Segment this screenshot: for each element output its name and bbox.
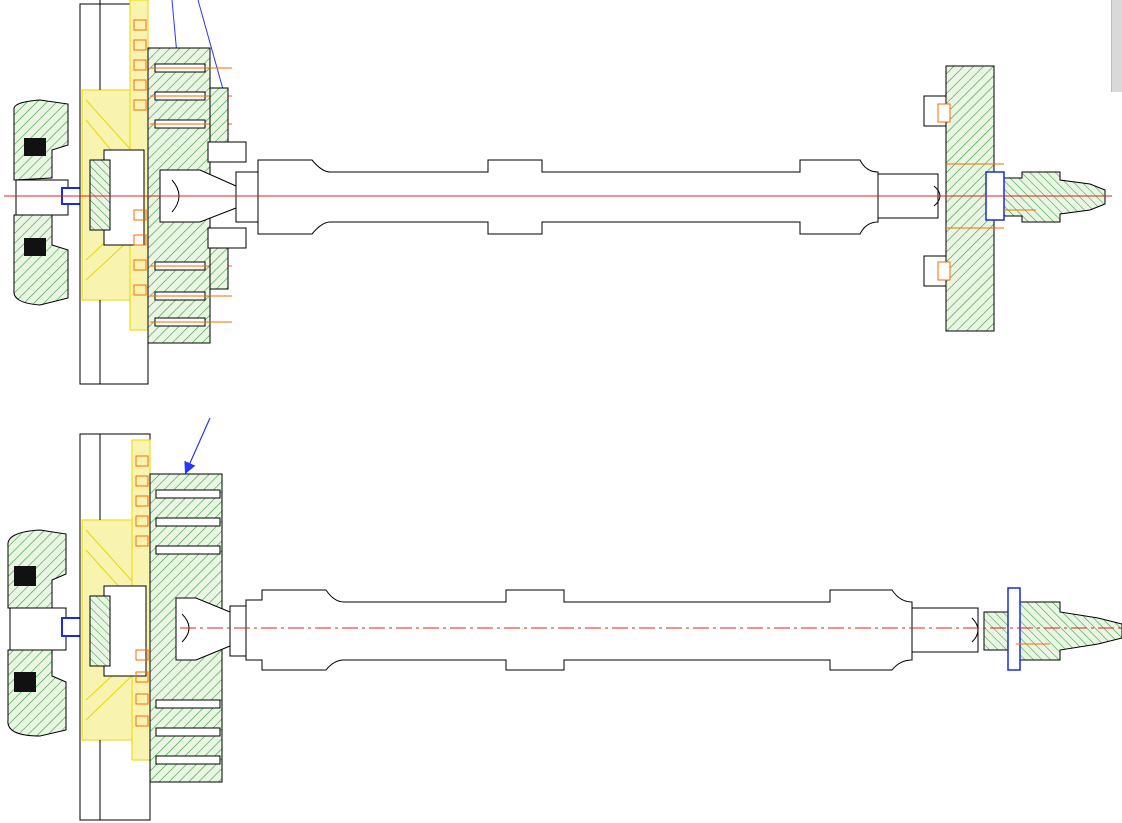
workpiece-shaft-lower — [229, 589, 979, 671]
left-clamp-upper-lower-view — [7, 529, 67, 609]
teeth-column — [133, 19, 147, 296]
face-plate-bolts-lower-view — [155, 489, 221, 765]
bearing-lower-lower-view — [14, 672, 36, 692]
bearing-upper — [24, 138, 46, 156]
left-clamp-lower-lower-view — [7, 649, 67, 737]
lower-assembly-view — [7, 417, 1122, 821]
tailstock-quill-lower — [983, 601, 1122, 661]
bearing-lower — [24, 238, 46, 256]
leader-arrow-icon — [197, 0, 227, 101]
left-clamp-lower — [13, 214, 69, 306]
tailstock-quill-upper — [993, 171, 1106, 223]
bearing-upper-lower-view — [14, 566, 36, 586]
workpiece-shaft-upper — [235, 159, 939, 235]
tailstock-flange-lower — [1007, 587, 1021, 671]
leader-arrow-icon — [184, 417, 211, 475]
vertical-scrollbar[interactable] — [1111, 0, 1122, 92]
upper-assembly-view — [4, 0, 1112, 385]
right-center-point-lower-view — [971, 617, 979, 643]
teeth-column-lower-view — [135, 455, 149, 727]
